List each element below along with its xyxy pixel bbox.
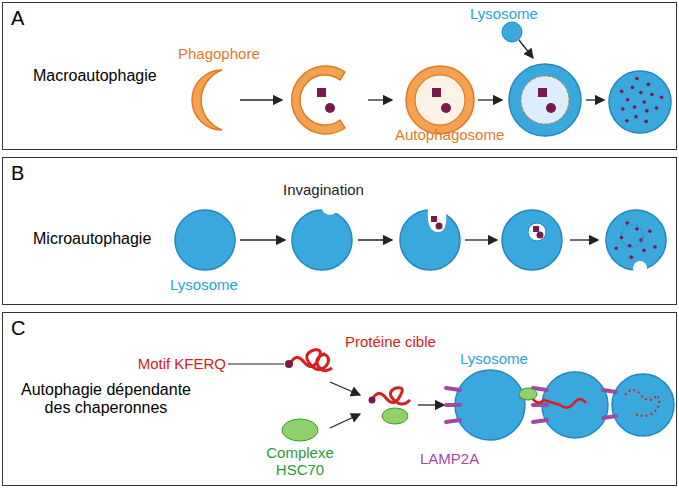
panel-letter: B — [11, 162, 24, 185]
part-label: Complexe HSC70 — [255, 445, 345, 478]
panel-title: Microautophagie — [33, 230, 151, 248]
panel-box: B Microautophagie — [2, 157, 677, 305]
part-label: Protéine cible — [345, 333, 436, 350]
part-label: Lysosome — [170, 276, 238, 293]
part-label: Invagination — [283, 181, 364, 198]
part-label: Autophagosome — [395, 126, 504, 143]
part-label: Motif KFERQ — [138, 355, 226, 372]
panel-letter: C — [11, 317, 25, 340]
panel-title: Macroautophagie — [33, 67, 157, 85]
part-label: LAMP2A — [420, 450, 479, 467]
panel-title: Autophagie dépendante des chaperonnes — [11, 381, 201, 417]
part-label: Lysosome — [460, 350, 528, 367]
panel-box: A Macroautophagie — [2, 2, 677, 150]
part-label: Lysosome — [470, 5, 538, 22]
part-label: Phagophore — [178, 45, 260, 62]
panel-box: C Autophagie dépendante des chaperonnes — [2, 312, 677, 486]
panel-letter: A — [11, 7, 24, 30]
